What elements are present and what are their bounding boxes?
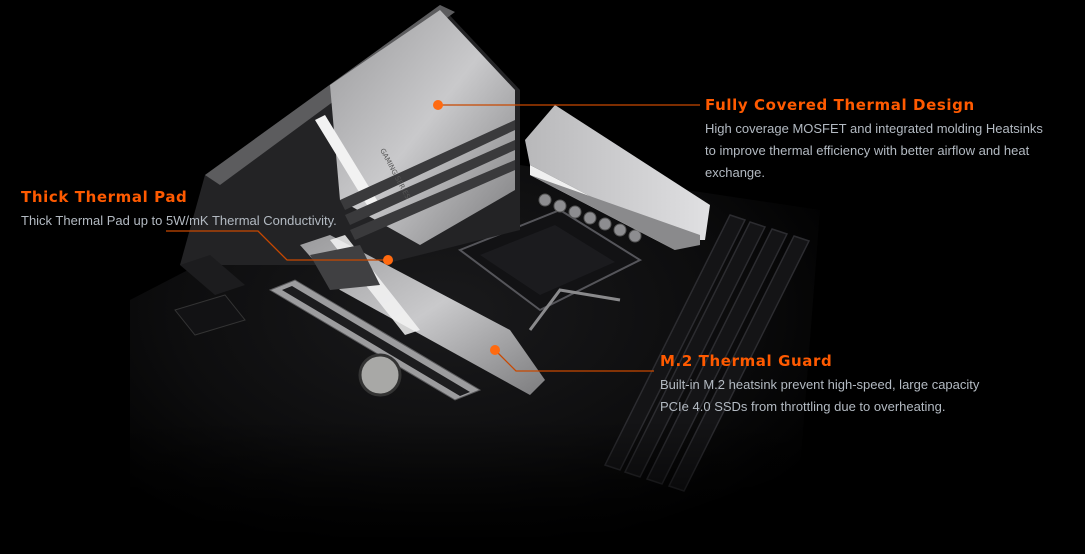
callout-title: Thick Thermal Pad [21, 188, 188, 206]
callout-title: Fully Covered Thermal Design [705, 96, 975, 114]
callout-description: Built-in M.2 heatsink prevent high-speed… [660, 377, 980, 414]
callout-thick-thermal-pad: Thick Thermal Pad Thick Thermal Pad up t… [21, 187, 361, 232]
vrm-heatsink-right [525, 105, 710, 250]
callout-description: Thick Thermal Pad up to 5W/mK Thermal Co… [21, 213, 337, 228]
vrm-heatsink-left: GAMING SERIES [180, 5, 520, 295]
callout-description: High coverage MOSFET and integrated mold… [705, 121, 1043, 180]
callout-title: M.2 Thermal Guard [660, 352, 833, 370]
callout-m2-thermal-guard: M.2 Thermal Guard Built-in M.2 heatsink … [660, 351, 1000, 418]
callout-fully-covered-thermal-design: Fully Covered Thermal Design High covera… [705, 95, 1055, 184]
